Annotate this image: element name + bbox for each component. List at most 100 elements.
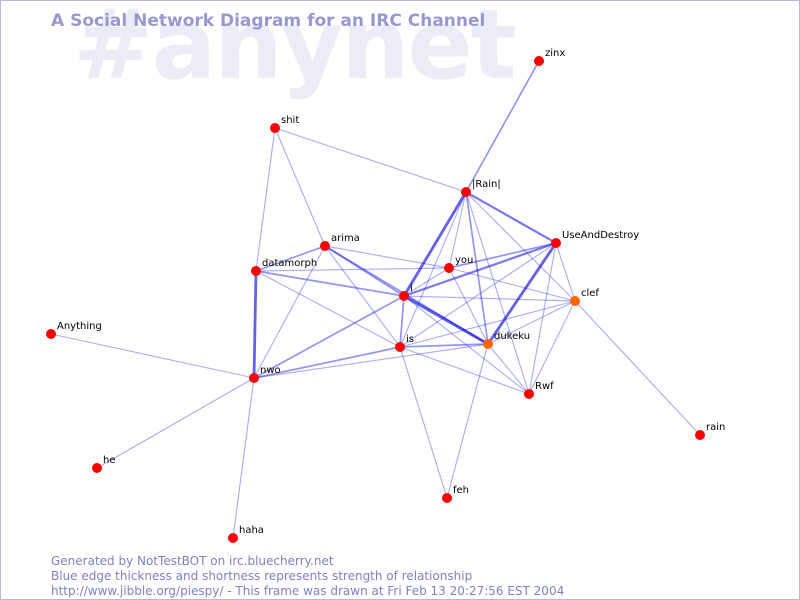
node-dot-dukeku [483,339,493,349]
node-label-dukeku: dukeku [494,331,530,342]
node-dot-feh [442,493,452,503]
footer-generated-by: Generated by NotTestBOT on irc.bluecherr… [51,554,334,568]
edges-layer [50,60,701,539]
node-dot-rain_bar [461,187,471,197]
node-dot-datamorph [251,266,261,276]
edge-dukeku-rwf [487,343,530,395]
footer-legend: Blue edge thickness and shortness repres… [51,569,473,583]
node-label-zinx: zinx [545,48,565,59]
node-is: is [395,334,414,352]
node-he: he [92,455,116,473]
edge-rain_bar-rwf [465,191,530,395]
edge-dukeku-nwo [253,343,489,379]
edge-rain_bar-clef [465,191,576,302]
edge-clef-rain [574,300,701,436]
node-label-datamorph: datamorph [262,258,317,269]
edge-useanddestroy-rwf [528,242,557,395]
node-dot-i [399,291,409,301]
node-rwf: Rwf [524,381,554,399]
node-useanddestroy: UseAndDestroy [551,230,639,248]
node-label-arima: arima [331,233,360,244]
edge-you-dukeku [448,267,489,345]
edge-i-clef [403,295,576,302]
node-label-rain: rain [706,422,725,433]
node-zinx: zinx [534,48,565,66]
node-dot-zinx [534,56,544,66]
node-nwo: nwo [249,365,281,383]
node-datamorph: datamorph [251,258,317,276]
node-label-feh: feh [453,485,469,496]
node-you: you [444,255,473,273]
node-dot-shit [270,123,280,133]
edge-rain_bar-i [402,190,468,298]
node-anything: Anything [46,321,102,339]
node-label-you: you [455,255,473,266]
edge-arima-is [324,245,401,348]
edge-useanddestroy-you [448,242,557,269]
node-dot-anything [46,329,56,339]
edge-is-rwf [399,346,530,395]
edge-useanddestroy-i [402,241,558,298]
edge-dukeku-clef [487,300,576,345]
node-i: i [399,283,413,301]
edge-is-feh [399,346,448,499]
node-label-rain_bar: |Rain| [472,179,501,190]
edge-i-is [399,295,405,348]
edge-dukeku-feh [446,343,489,499]
edge-useanddestroy-is [399,242,557,348]
edge-datamorph-i [255,270,405,297]
node-dot-you [444,263,454,273]
edge-shit-arima [274,127,326,247]
node-label-he: he [103,455,116,466]
node-rain: rain [695,422,725,440]
edge-arima-i [324,245,405,297]
edge-rain_bar-is [399,191,467,348]
edge-haha-nwo [232,377,255,539]
edge-datamorph-you [255,267,450,272]
edge-is-nwo [253,346,401,379]
channel-watermark: #anynet [73,0,516,101]
node-dot-arima [320,241,330,251]
edge-datamorph-nwo [252,269,258,380]
node-shit: shit [270,115,299,133]
node-arima: arima [320,233,360,251]
node-label-i: i [410,283,413,294]
edge-i-nwo [253,295,405,379]
node-dot-rwf [524,389,534,399]
node-label-shit: shit [281,115,299,126]
node-dot-is [395,342,405,352]
edge-he-nwo [96,377,255,469]
edge-useanddestroy-clef [555,242,576,302]
edge-shit-rain_bar [274,127,467,193]
node-dot-nwo [249,373,259,383]
edge-arima-nwo [253,245,326,379]
edge-datamorph-is [255,270,401,348]
edge-you-i [403,267,450,297]
node-dot-he [92,463,102,473]
node-clef: clef [570,288,599,306]
node-label-nwo: nwo [260,365,281,376]
node-label-anything: Anything [57,321,102,332]
edge-useanddestroy-dukeku [486,241,558,346]
edge-is-clef [399,300,576,348]
node-dukeku: dukeku [483,331,530,349]
node-dot-clef [570,296,580,306]
node-rain_bar: |Rain| [461,179,501,197]
edge-zinx-rain_bar [465,60,540,193]
node-label-is: is [406,334,414,345]
edge-is-dukeku [399,343,489,348]
edge-i-dukeku [402,294,490,346]
node-haha: haha [228,525,264,543]
node-feh: feh [442,485,469,503]
nodes-layer: zinx shit |Rain| UseAndDestroy arima datamorp… [46,48,725,543]
node-dot-rain [695,430,705,440]
edge-i-rwf [403,295,530,395]
node-dot-haha [228,533,238,543]
edge-rain_bar-you [448,191,467,269]
node-label-clef: clef [581,288,599,299]
edge-clef-rwf [528,300,576,395]
edge-rain_bar-useanddestroy [464,190,558,245]
node-dot-useanddestroy [551,238,561,248]
